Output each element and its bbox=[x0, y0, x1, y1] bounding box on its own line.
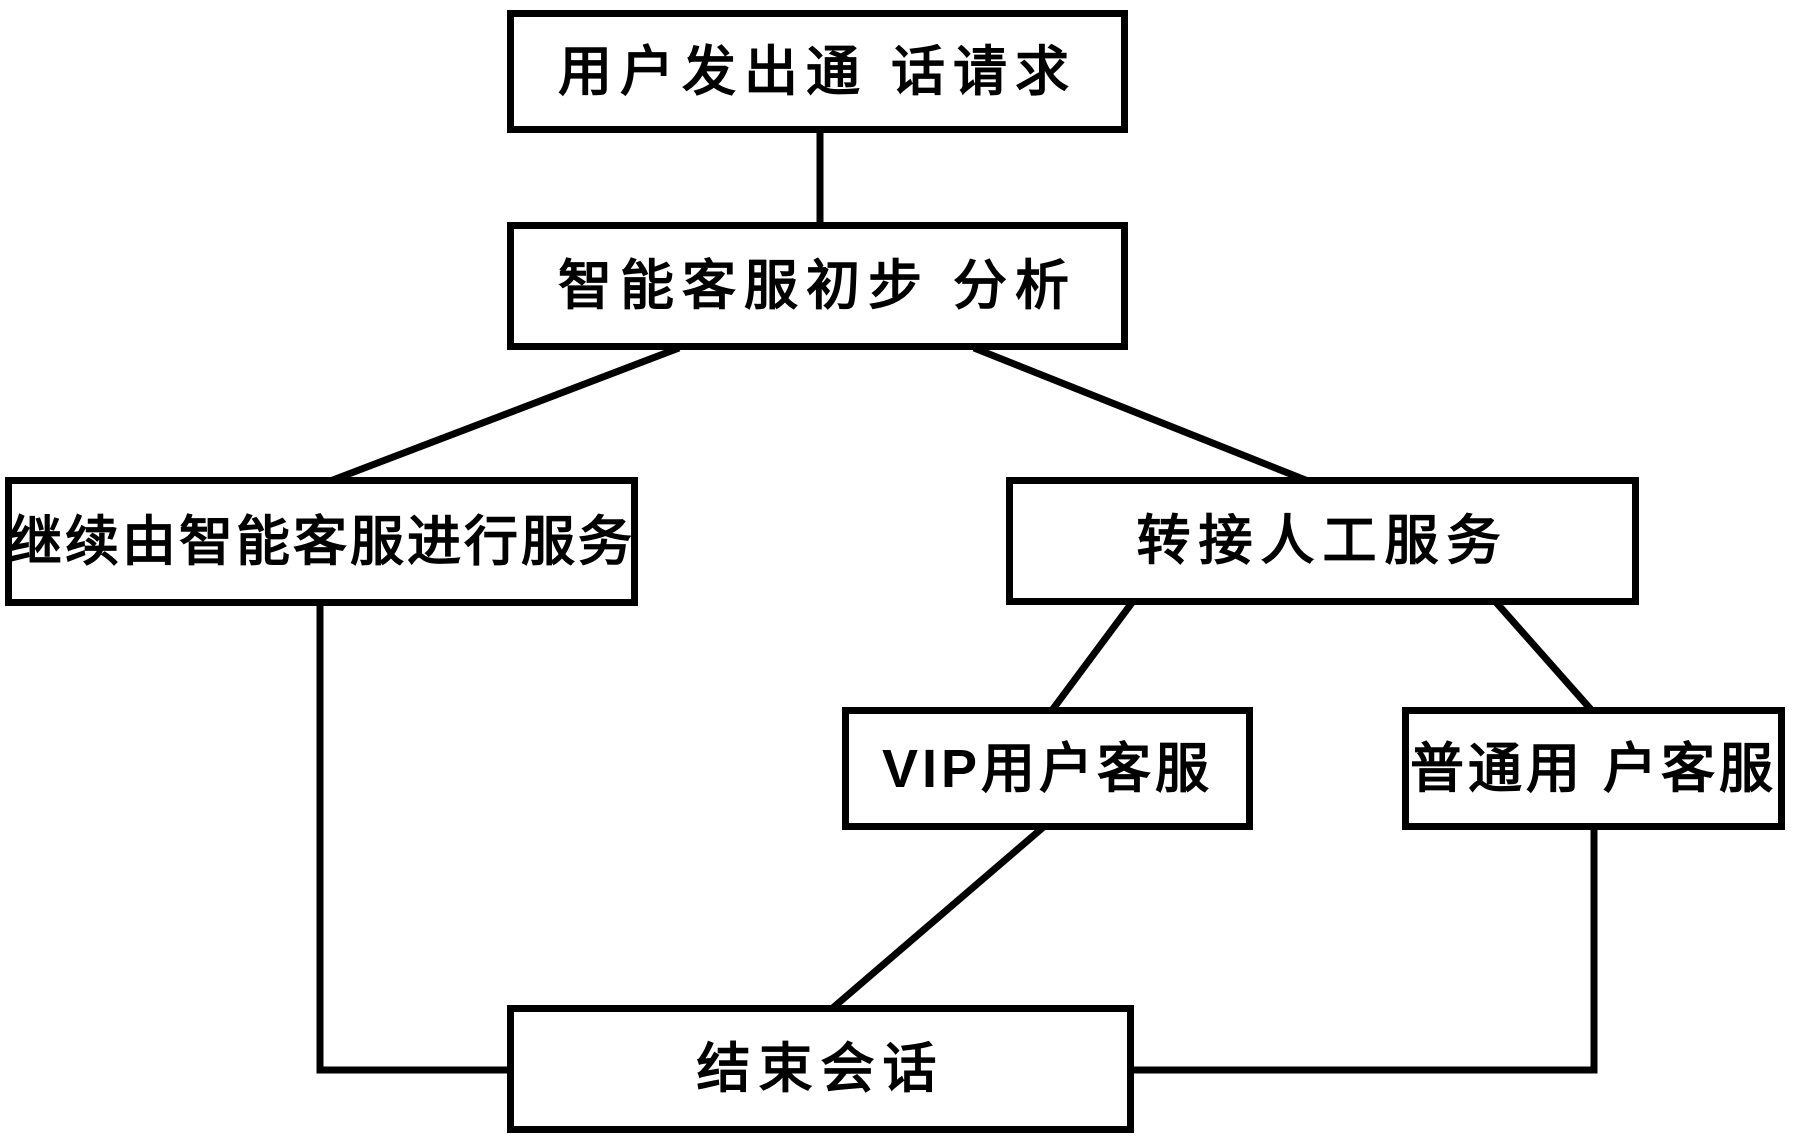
edge-analysis-transfer bbox=[972, 344, 1315, 487]
flowchart-node-vip: VIP用户客服 bbox=[842, 707, 1253, 830]
flowchart-node-continue-ai: 继续由智能客服进行服务 bbox=[5, 477, 638, 606]
edge-ordinary-end bbox=[1130, 824, 1598, 1074]
node-transfer-human-label: 转接人工服务 bbox=[1136, 511, 1509, 571]
edge-continue-end bbox=[316, 600, 512, 1074]
edge-analysis-continue bbox=[323, 344, 681, 487]
node-continue-ai-label: 继续由智能客服进行服务 bbox=[8, 511, 635, 572]
flowchart-node-ordinary: 普通用 户客服 bbox=[1402, 707, 1785, 830]
node-vip-label: VIP用户客服 bbox=[881, 738, 1214, 799]
edge-transfer-ordinary bbox=[1491, 597, 1597, 716]
edge-vip-end bbox=[825, 821, 1050, 1015]
edge-transfer-vip bbox=[1047, 597, 1137, 716]
node-request-label: 用户发出通 话请求 bbox=[557, 41, 1077, 102]
flowchart-node-transfer-human: 转接人工服务 bbox=[1006, 477, 1639, 605]
flowchart-node-end-session: 结束会话 bbox=[507, 1005, 1134, 1133]
flowchart-node-request: 用户发出通 话请求 bbox=[507, 10, 1128, 133]
node-end-session-label: 结束会话 bbox=[696, 1039, 945, 1099]
flowchart-node-analysis: 智能客服初步 分析 bbox=[507, 222, 1128, 350]
node-analysis-label: 智能客服初步 分析 bbox=[557, 256, 1077, 316]
node-ordinary-label: 普通用 户客服 bbox=[1409, 738, 1777, 799]
